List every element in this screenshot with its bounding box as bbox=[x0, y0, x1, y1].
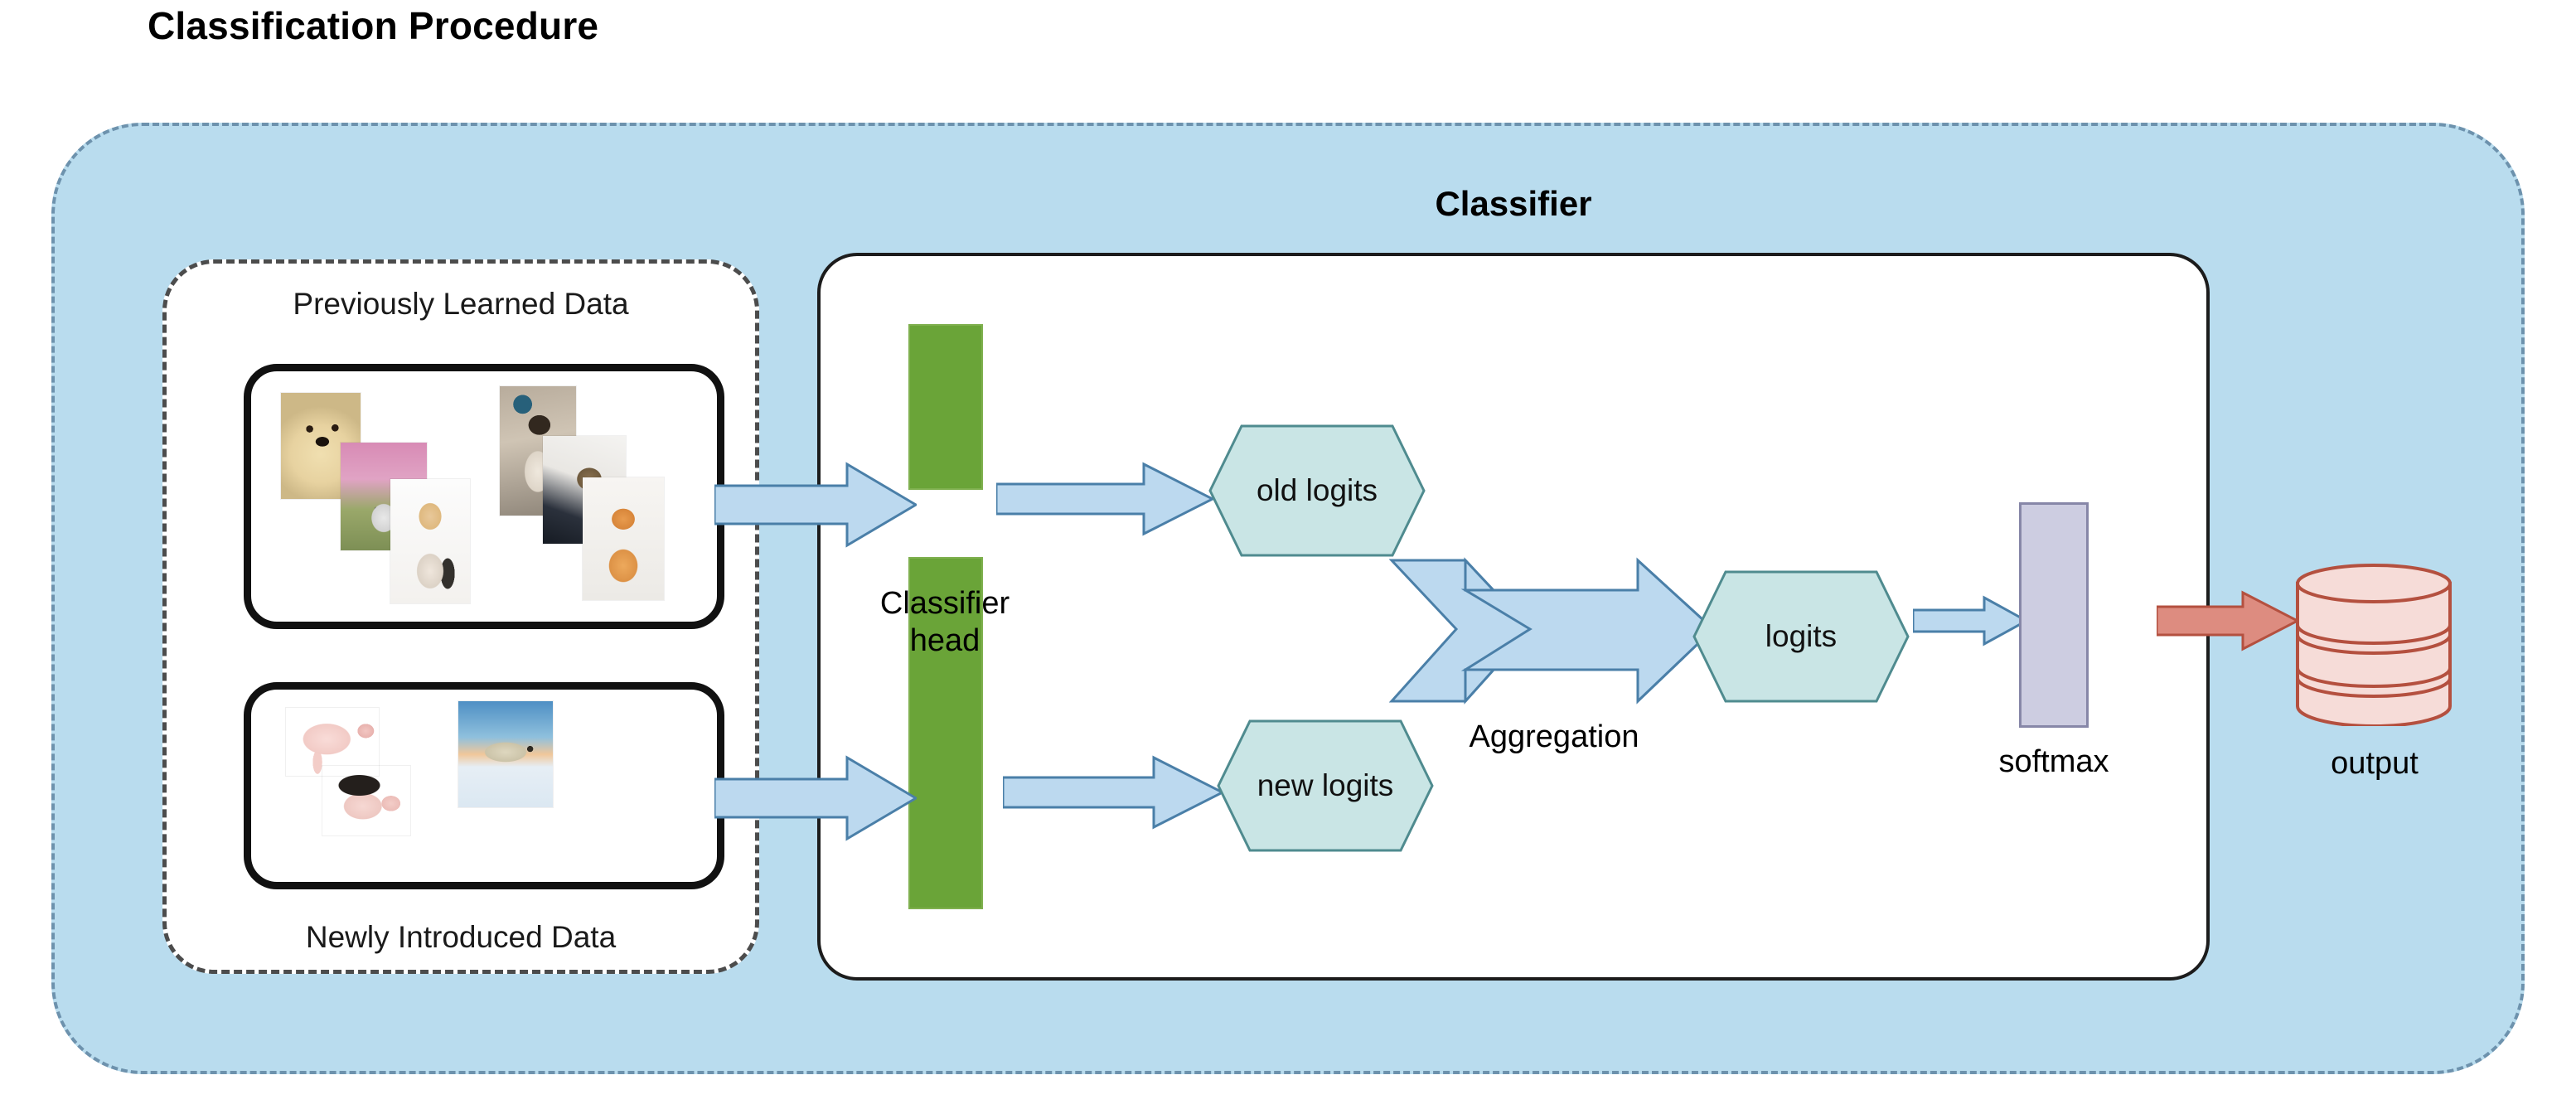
arrow-aggregation bbox=[1389, 557, 1716, 705]
new-logits-node: new logits bbox=[1217, 719, 1434, 852]
classifier-head-label-line2: head bbox=[909, 622, 981, 658]
corgi-photo bbox=[390, 479, 470, 603]
arrow-head-to-new-logits bbox=[1003, 754, 1223, 831]
arrow-old-data-to-head bbox=[714, 461, 917, 549]
orange-kitten-photo bbox=[583, 477, 664, 600]
old-logits-node: old logits bbox=[1208, 424, 1426, 557]
old-logits-label: old logits bbox=[1256, 473, 1378, 507]
classifier-head-label-line1: Classifier bbox=[879, 586, 1010, 621]
arrow-logits-to-softmax bbox=[1913, 595, 2027, 647]
classifier-head-bar-old bbox=[908, 324, 983, 490]
page-title: Classification Procedure bbox=[148, 4, 599, 47]
newly-introduced-data-caption: Newly Introduced Data bbox=[305, 920, 617, 954]
logits-node: logits bbox=[1692, 570, 1910, 703]
pink-pig-photo bbox=[286, 708, 379, 776]
aggregation-label: Aggregation bbox=[1469, 719, 1639, 754]
classifier-title: Classifier bbox=[1435, 184, 1592, 223]
new-logits-label: new logits bbox=[1257, 768, 1394, 802]
black-spotted-piglet-photo bbox=[322, 766, 410, 835]
arrow-new-data-to-head bbox=[714, 754, 917, 842]
output-label: output bbox=[2331, 746, 2419, 781]
logits-label: logits bbox=[1765, 619, 1838, 653]
previously-learned-data-panel bbox=[244, 364, 724, 629]
classifier-head-bar-new bbox=[908, 557, 983, 909]
arrow-softmax-to-output bbox=[2157, 590, 2299, 651]
softmax-label: softmax bbox=[1998, 744, 2109, 779]
polar-bear-photo bbox=[458, 701, 553, 807]
newly-introduced-data-panel bbox=[244, 682, 724, 889]
previously-learned-data-caption: Previously Learned Data bbox=[293, 287, 629, 321]
output-database-icon bbox=[2294, 564, 2453, 728]
classifier-head-label: Classifier head bbox=[837, 585, 1053, 660]
softmax-bar bbox=[2019, 502, 2089, 728]
arrow-head-to-old-logits bbox=[996, 461, 1213, 537]
